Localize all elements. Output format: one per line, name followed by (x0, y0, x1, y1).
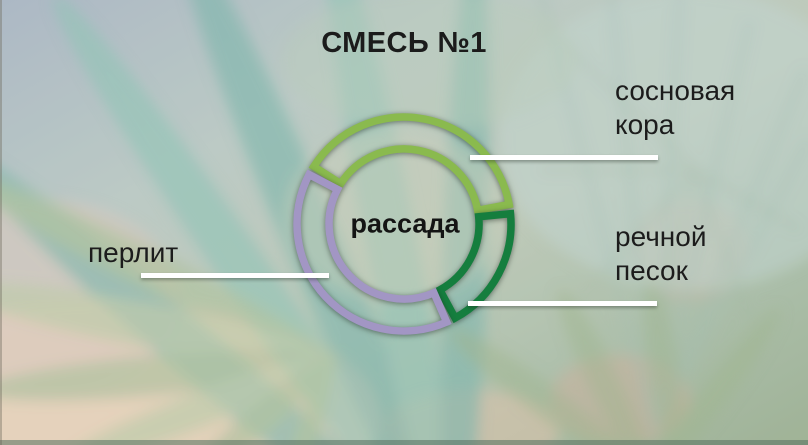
callout-label-perlite: перлит (88, 237, 179, 268)
callout-label-pine-bark: сосновая кора (615, 75, 736, 140)
callout-line-perlite (141, 273, 329, 278)
donut-center-label: рассада (350, 208, 460, 239)
callout-label-river-sand: речной песок (615, 221, 707, 286)
donut-segment-3 (293, 169, 452, 335)
callout-line-pine-bark (470, 155, 658, 160)
donut-segment-2 (434, 209, 515, 324)
page-title: СМЕСЬ №1 (321, 27, 487, 59)
donut-segment-1 (308, 113, 514, 215)
callout-line-river-sand (468, 301, 657, 306)
